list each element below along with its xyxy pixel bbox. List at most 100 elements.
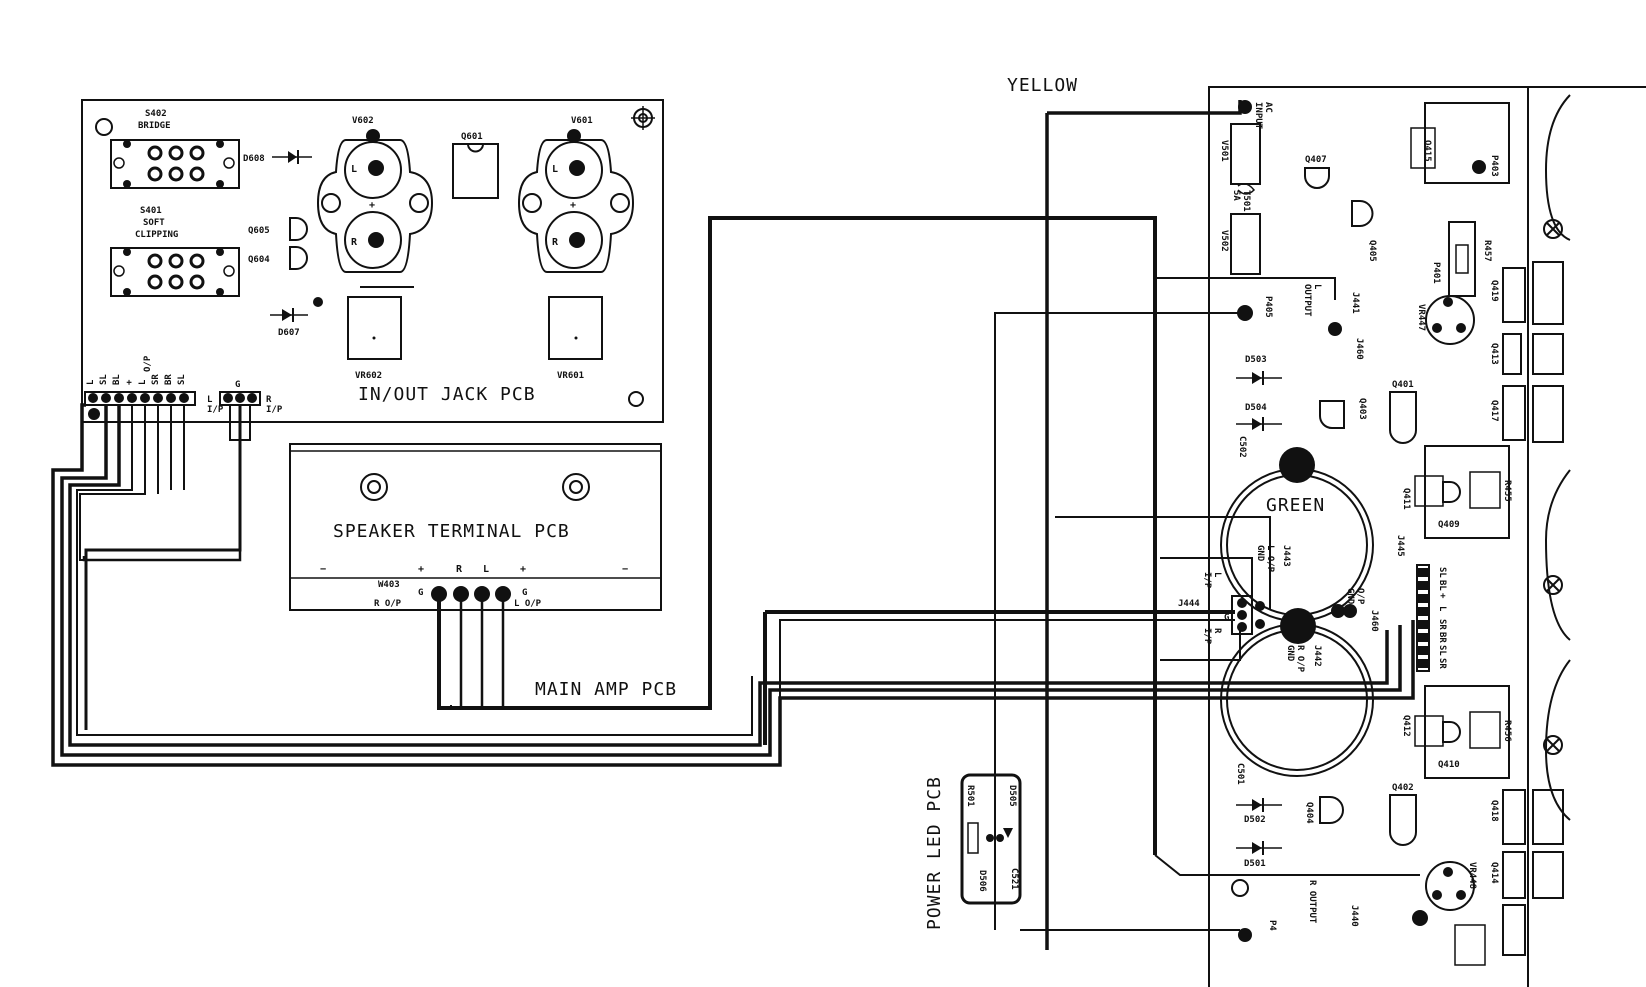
svg-text:BL: BL xyxy=(1437,580,1447,591)
d503-diode-icon xyxy=(1236,371,1282,385)
w403-connector[interactable] xyxy=(431,586,511,602)
c501-label: C501 xyxy=(1235,763,1245,785)
q411-label: Q411 xyxy=(1401,488,1411,510)
q419-label: Q419 xyxy=(1489,280,1499,302)
d503-label: D503 xyxy=(1245,355,1267,365)
q401-label: Q401 xyxy=(1392,380,1414,390)
v502-label: V502 xyxy=(1219,230,1229,252)
main-r-ip-label: RI/P xyxy=(1202,628,1222,645)
g-left-label: G xyxy=(418,588,423,598)
j441-label: J441 xyxy=(1350,292,1360,314)
j445-header-labels: SL BL + L SR BR SL SR xyxy=(1437,567,1447,669)
vr448-label: VR448 xyxy=(1467,862,1477,889)
d506-label: D506 xyxy=(977,870,987,892)
q418-label: Q418 xyxy=(1489,800,1499,822)
j460-top-label: J460 xyxy=(1354,338,1364,360)
r-op-gnd-label: R O/PGND xyxy=(1285,645,1305,673)
v501-label: V501 xyxy=(1219,140,1229,162)
input-g-label: G xyxy=(235,380,240,390)
svg-text:SL: SL xyxy=(1437,645,1447,656)
q402-label: Q402 xyxy=(1392,783,1414,793)
p4-label: P4 xyxy=(1267,920,1277,931)
screw-icon xyxy=(1543,735,1563,755)
clipping-label: CLIPPING xyxy=(135,230,178,240)
d501-diode-icon xyxy=(1236,841,1282,855)
minus-right-label: − xyxy=(622,564,628,575)
r501-label: R501 xyxy=(965,785,975,807)
vr602-trimmer[interactable] xyxy=(347,296,402,360)
q405-label: Q405 xyxy=(1367,240,1377,262)
s401-switch[interactable] xyxy=(110,247,240,297)
q417-label: Q417 xyxy=(1489,400,1499,422)
r-label: R xyxy=(456,564,463,575)
svg-text:+: + xyxy=(1437,593,1447,599)
input-header-connector[interactable] xyxy=(219,391,261,406)
d607-label: D607 xyxy=(278,328,300,338)
power-led-pcb-title: POWER LED PCB xyxy=(924,776,945,930)
op-gnd-connector[interactable] xyxy=(1331,604,1357,618)
op-gnd-label: O/PGND xyxy=(1345,588,1365,605)
v602-dual-pot[interactable] xyxy=(316,129,434,273)
l-op-label: L O/P xyxy=(514,599,542,609)
v601-l-label: L xyxy=(552,164,558,175)
d501-label: D501 xyxy=(1244,859,1266,869)
s402-switch[interactable] xyxy=(110,139,240,189)
speaker-terminal-pcb: SPEAKER TERMINAL PCB − + R L + − W403 G … xyxy=(289,443,662,611)
speaker-binding-post-left[interactable] xyxy=(360,473,388,501)
v602-r-label: R xyxy=(351,237,358,248)
vr447-label: VR447 xyxy=(1416,304,1426,331)
l-output-label: LOUTPUT xyxy=(1302,284,1322,317)
in-out-jack-pcb: S402 BRIDGE D608 S401 SOFT CLIPPING xyxy=(81,99,664,423)
p405-label: P405 xyxy=(1263,296,1273,318)
q605-transistor-icon xyxy=(289,217,308,241)
speaker-binding-post-right[interactable] xyxy=(562,473,590,501)
s402-label: S402 xyxy=(145,109,167,119)
q410-label: Q410 xyxy=(1438,760,1460,770)
q403-label: Q403 xyxy=(1357,398,1367,420)
c502-label: C502 xyxy=(1237,436,1247,458)
d504-diode-icon xyxy=(1236,417,1282,431)
svg-text:L: L xyxy=(1437,606,1447,612)
header-pin-label: SL xyxy=(177,374,187,385)
l-op-gnd-label: L O/PGND xyxy=(1255,545,1275,573)
led-icon xyxy=(1003,828,1013,838)
header-pin-label: SL xyxy=(99,374,109,385)
svg-text:SR: SR xyxy=(1437,619,1447,630)
bridge-label: BRIDGE xyxy=(138,121,171,131)
r-output-label: R OUTPUT xyxy=(1307,880,1317,924)
green-wire-label: GREEN xyxy=(1266,495,1325,516)
screw-icon xyxy=(1543,219,1563,239)
main-l-ip-label: LI/P xyxy=(1202,572,1222,589)
svg-text:BR: BR xyxy=(1437,632,1447,643)
d608-label: D608 xyxy=(243,154,265,164)
q601-label: Q601 xyxy=(461,132,483,142)
v601-label: V601 xyxy=(571,116,593,126)
q604-transistor-icon xyxy=(289,246,308,270)
v601-dual-pot[interactable] xyxy=(517,129,635,273)
header-pin-label: BR xyxy=(164,374,174,385)
main-amp-pcb-title: MAIN AMP PCB xyxy=(535,679,677,700)
output-header-labels: L SL BL + L SR BR SL O/P xyxy=(86,355,187,385)
ac-input-label: ACINPUT xyxy=(1253,102,1273,130)
q412-label: Q412 xyxy=(1401,715,1411,737)
j460-label: J460 xyxy=(1369,610,1379,632)
q413-label: Q413 xyxy=(1489,343,1499,365)
j445-header-connector[interactable] xyxy=(1416,564,1430,672)
op-label: O/P xyxy=(143,355,153,372)
header-pin-label: BL xyxy=(112,374,122,385)
output-header-connector[interactable] xyxy=(84,391,196,420)
vr602-label: VR602 xyxy=(355,371,382,381)
j442-label: J442 xyxy=(1312,645,1322,667)
v601-r-label: R xyxy=(552,237,559,248)
j444-connector[interactable] xyxy=(1231,595,1265,635)
s401-label: S401 xyxy=(140,206,162,216)
plus-left-label: + xyxy=(418,564,424,575)
soft-label: SOFT xyxy=(143,218,165,228)
q404-label: Q404 xyxy=(1304,802,1314,824)
vr601-trimmer[interactable] xyxy=(548,296,603,360)
header-pin-label: L xyxy=(138,379,148,385)
t501-label: T5015A xyxy=(1231,190,1251,212)
w403-label: W403 xyxy=(378,580,400,590)
